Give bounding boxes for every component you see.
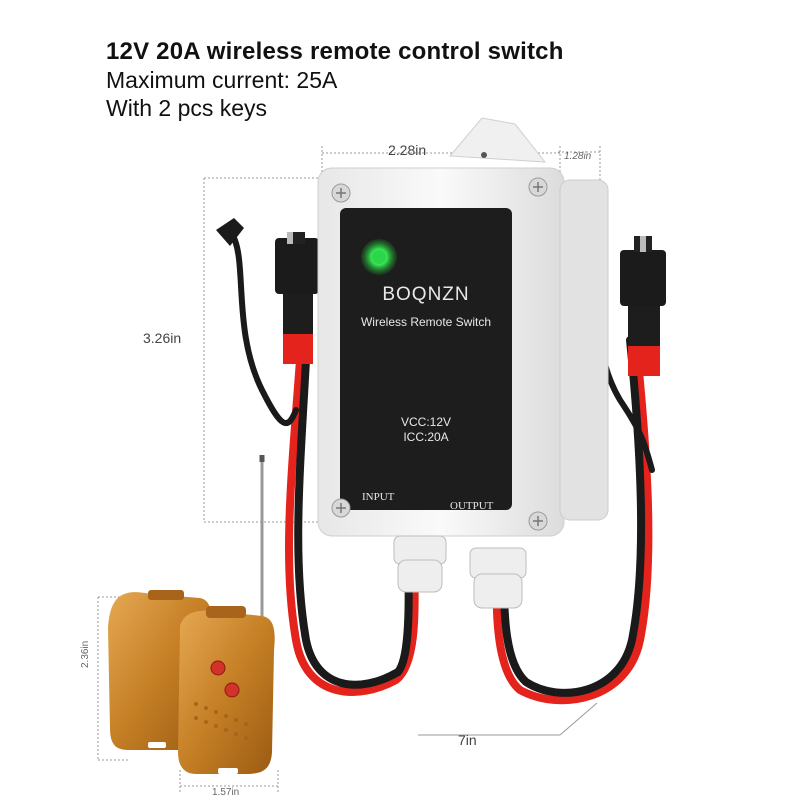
remote-key-front bbox=[178, 606, 275, 774]
brand-logo: BOQNZN bbox=[382, 284, 470, 305]
vcc-rating: VCC:12V bbox=[400, 415, 452, 429]
remote-height-dimension: 2.36in bbox=[80, 640, 91, 668]
input-label: INPUT bbox=[362, 491, 395, 503]
cable-length-dimension: 7in bbox=[458, 732, 477, 748]
depth-dimension: 1.28in bbox=[564, 151, 592, 162]
device-subtitle: Wireless Remote Switch bbox=[360, 315, 492, 329]
headline: 12V 20A wireless remote control switch M… bbox=[106, 38, 564, 122]
keys-count-text: With 2 pcs keys bbox=[106, 95, 268, 121]
dimension-lines bbox=[97, 146, 601, 792]
cable-glands bbox=[393, 535, 527, 609]
product-title: 12V 20A wireless remote control switch bbox=[106, 38, 564, 65]
left-cable bbox=[229, 231, 419, 696]
icc-rating: ICC:20A bbox=[403, 430, 449, 444]
remote-width-dimension: 1.57in bbox=[212, 787, 240, 798]
output-label: OUTPUT bbox=[450, 500, 494, 512]
left-sae-connector bbox=[216, 218, 319, 364]
width-dimension: 2.28in bbox=[388, 142, 427, 158]
max-current-text: Maximum current: 25A bbox=[106, 67, 338, 93]
cable-length-pointer bbox=[418, 702, 598, 736]
height-dimension: 3.26in bbox=[143, 330, 182, 346]
device-enclosure bbox=[317, 117, 609, 537]
